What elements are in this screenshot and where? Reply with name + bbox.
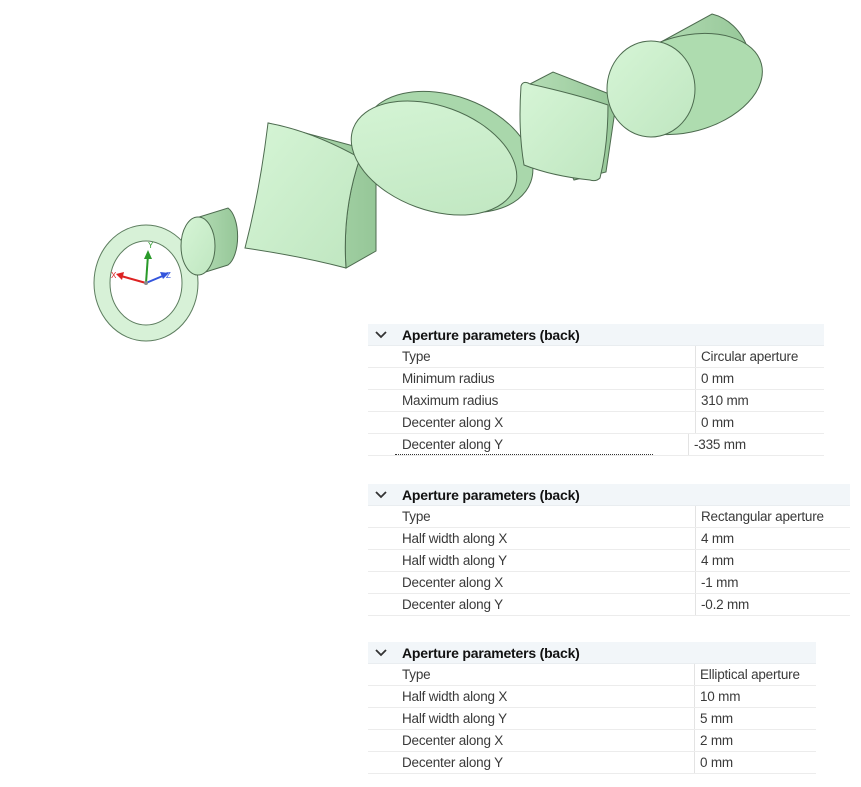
property-value[interactable]: -0.2 mm — [695, 594, 850, 615]
property-label: Half width along X — [402, 531, 508, 546]
panel-title: Aperture parameters (back) — [402, 486, 580, 503]
property-row-half-width-y[interactable]: Half width along Y 5 mm — [368, 708, 816, 730]
property-value[interactable]: -1 mm — [695, 572, 850, 593]
property-row-type[interactable]: Type Rectangular aperture — [368, 506, 850, 528]
3d-viewport[interactable]: Y Z X — [0, 0, 861, 360]
property-label: Decenter along X — [402, 575, 504, 590]
property-row-half-width-x[interactable]: Half width along X 10 mm — [368, 686, 816, 708]
property-label: Minimum radius — [402, 371, 495, 386]
property-value[interactable]: 4 mm — [695, 528, 850, 549]
property-row-decenter-x[interactable]: Decenter along X 2 mm — [368, 730, 816, 752]
property-label: Half width along X — [402, 689, 508, 704]
panel-header[interactable]: Aperture parameters (back) — [368, 324, 824, 346]
property-row-minimum-radius[interactable]: Minimum radius 0 mm — [368, 368, 824, 390]
property-value[interactable]: Circular aperture — [695, 346, 824, 367]
panel-title: Aperture parameters (back) — [402, 326, 580, 343]
triad-x-label: X — [111, 271, 117, 280]
property-value[interactable]: 310 mm — [695, 390, 824, 411]
property-row-maximum-radius[interactable]: Maximum radius 310 mm — [368, 390, 824, 412]
property-row-decenter-y[interactable]: Decenter along Y -0.2 mm — [368, 594, 850, 616]
property-row-half-width-x[interactable]: Half width along X 4 mm — [368, 528, 850, 550]
rounded-box-solid[interactable] — [519, 71, 618, 182]
aperture-panel-circular: Aperture parameters (back) Type Circular… — [368, 324, 824, 456]
property-value[interactable]: 4 mm — [695, 550, 850, 571]
property-row-decenter-x[interactable]: Decenter along X 0 mm — [368, 412, 824, 434]
aperture-panel-elliptical: Aperture parameters (back) Type Elliptic… — [368, 642, 816, 774]
property-label-selected: Decenter along Y — [395, 434, 653, 455]
property-row-decenter-y[interactable]: Decenter along Y -335 mm — [368, 434, 824, 456]
property-label: Decenter along X — [402, 415, 504, 430]
small-cylinder-solid[interactable] — [180, 207, 239, 276]
property-row-decenter-x[interactable]: Decenter along X -1 mm — [368, 572, 850, 594]
triad-y-label: Y — [148, 241, 154, 250]
property-value[interactable]: 5 mm — [694, 708, 816, 729]
triad-z-label: Z — [166, 271, 171, 280]
property-value[interactable]: 0 mm — [694, 752, 816, 773]
property-row-type[interactable]: Type Elliptical aperture — [368, 664, 816, 686]
property-label: Decenter along Y — [402, 597, 503, 612]
elliptical-disc-solid[interactable] — [335, 69, 549, 236]
property-value[interactable]: Elliptical aperture — [694, 664, 816, 685]
property-value[interactable]: 0 mm — [695, 368, 824, 389]
property-row-half-width-y[interactable]: Half width along Y 4 mm — [368, 550, 850, 572]
axis-triad-icon: Y Z X — [111, 241, 171, 285]
property-label: Type — [402, 509, 431, 524]
aperture-panel-rectangular: Aperture parameters (back) Type Rectangu… — [368, 484, 850, 616]
property-value[interactable]: 10 mm — [694, 686, 816, 707]
property-value[interactable]: Rectangular aperture — [695, 506, 850, 527]
panel-header[interactable]: Aperture parameters (back) — [368, 642, 816, 664]
property-value[interactable]: 2 mm — [694, 730, 816, 751]
property-label: Half width along Y — [402, 553, 507, 568]
property-label: Maximum radius — [402, 393, 499, 408]
property-label: Decenter along Y — [402, 755, 503, 770]
panel-header[interactable]: Aperture parameters (back) — [368, 484, 850, 506]
chevron-down-icon[interactable] — [368, 642, 394, 663]
property-value[interactable]: -335 mm — [688, 434, 824, 455]
rectangular-block-solid[interactable] — [244, 122, 377, 269]
property-row-type[interactable]: Type Circular aperture — [368, 346, 824, 368]
property-label: Half width along Y — [402, 711, 507, 726]
panel-title: Aperture parameters (back) — [402, 644, 580, 661]
chevron-down-icon[interactable] — [368, 484, 394, 505]
property-label: Type — [402, 349, 431, 364]
chevron-down-icon[interactable] — [368, 324, 394, 345]
property-row-decenter-y[interactable]: Decenter along Y 0 mm — [368, 752, 816, 774]
large-cylinder-solid[interactable] — [598, 13, 774, 151]
property-label: Decenter along X — [402, 733, 504, 748]
property-label: Type — [402, 667, 431, 682]
property-value[interactable]: 0 mm — [695, 412, 824, 433]
